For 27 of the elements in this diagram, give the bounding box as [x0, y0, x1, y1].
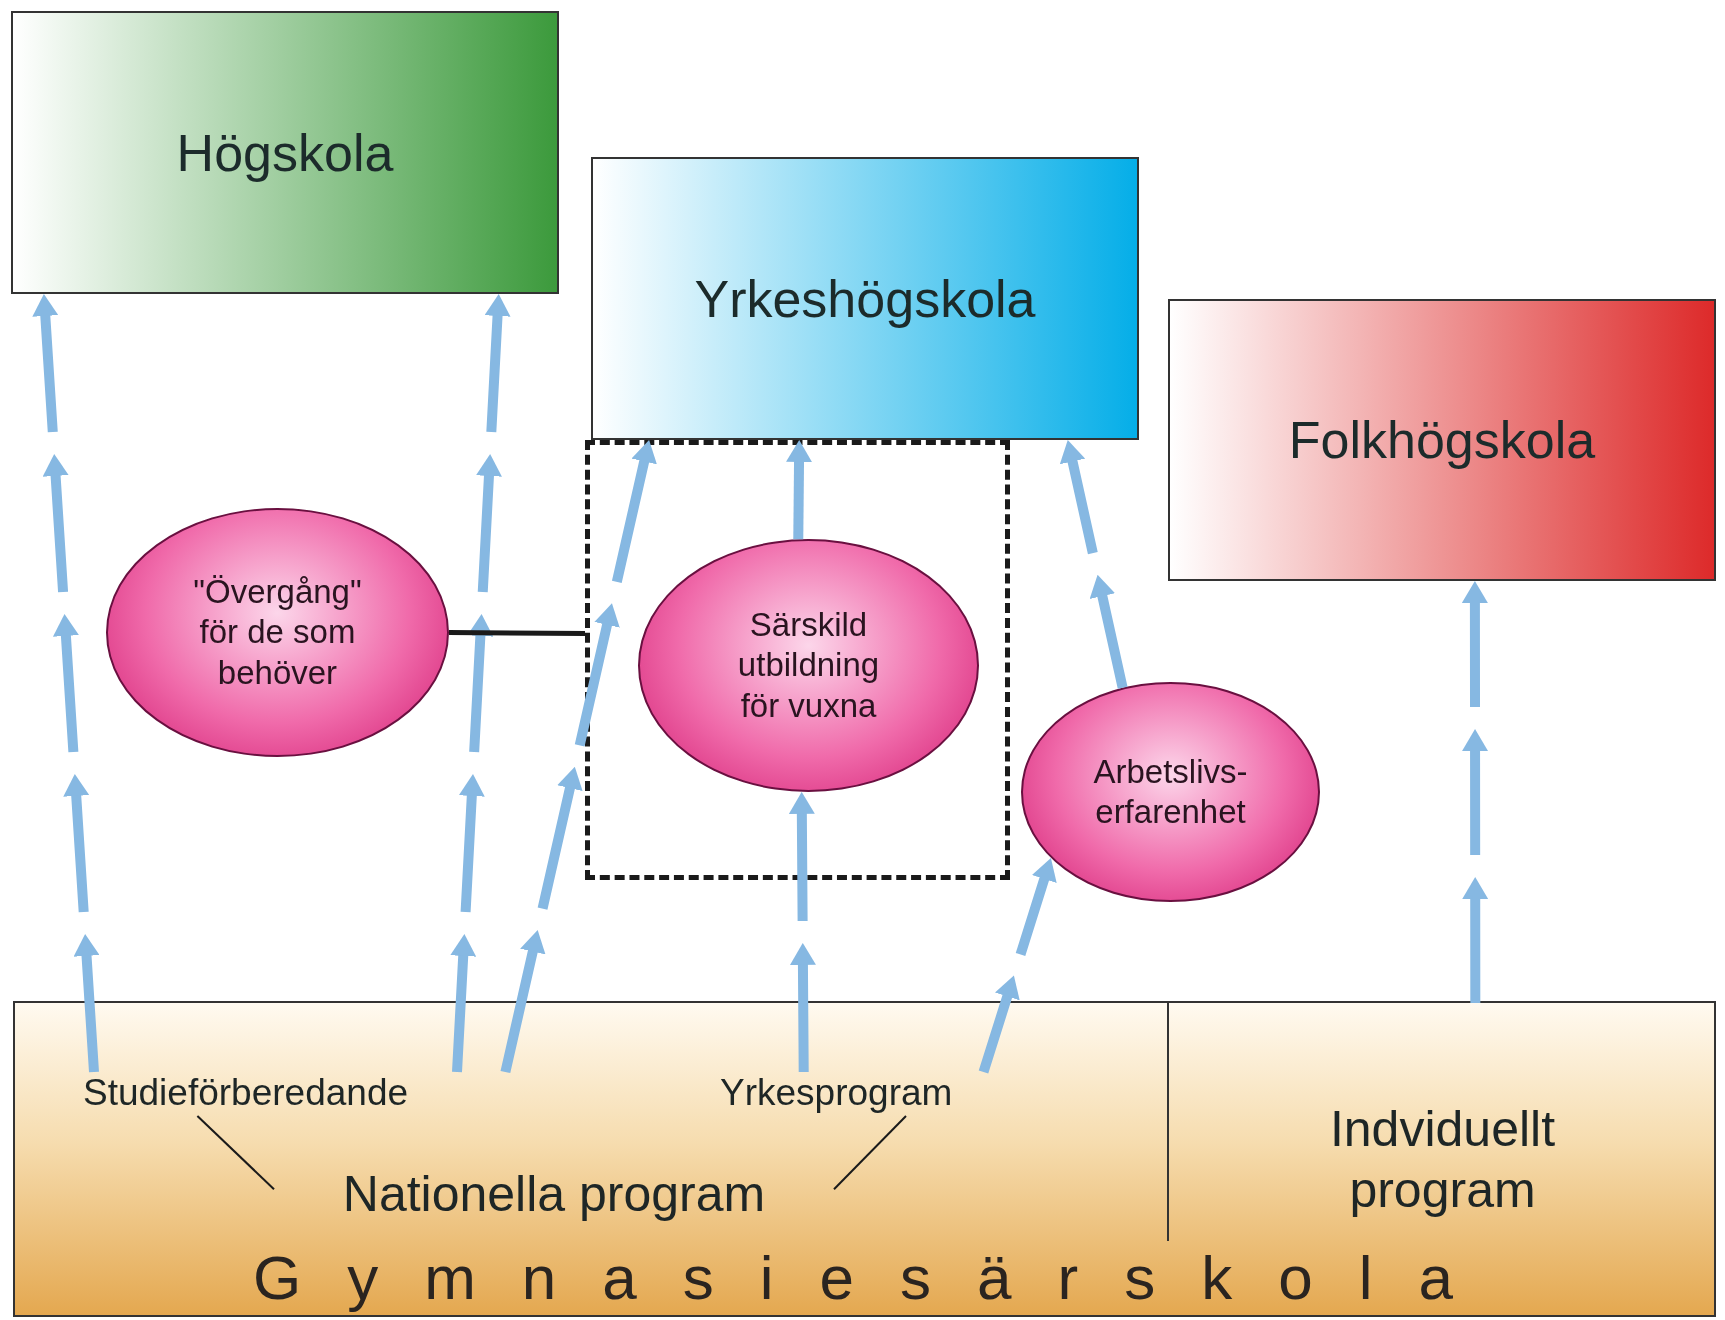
- program-label: Studieförberedande: [83, 1072, 523, 1116]
- leader-line: [196, 1115, 275, 1191]
- arrow: [1462, 581, 1488, 1003]
- program-label: Yrkesprogram: [720, 1072, 1030, 1116]
- ellipse-label: Arbetslivs-erfarenhet: [1092, 751, 1249, 832]
- arrow: [786, 439, 812, 540]
- box-label: Folkhögskola: [1288, 410, 1596, 470]
- leader-line: [833, 1115, 907, 1191]
- connector-line: [449, 630, 585, 637]
- box-label: Yrkeshögskola: [694, 268, 1036, 329]
- program-box: [13, 1001, 1716, 1317]
- arrow: [32, 293, 99, 1073]
- school-box: [591, 157, 1139, 440]
- box-label: Gymnasiesärskola: [253, 1241, 1499, 1314]
- box-label: Högskola: [176, 122, 394, 183]
- arrow: [978, 856, 1057, 1074]
- ellipse-label: "Övergång" för de som behöver: [192, 572, 363, 693]
- arrow: [450, 293, 511, 1073]
- arrow: [500, 438, 657, 1074]
- school-box: [11, 11, 559, 294]
- school-box: [1168, 299, 1716, 581]
- arrow: [789, 791, 816, 1073]
- box-label: Indviduellt program: [1328, 1100, 1557, 1220]
- arrow: [1060, 438, 1128, 689]
- program-label: Nationella program: [274, 1166, 834, 1224]
- ellipse-label: Särskild utbildning för vuxna: [736, 605, 881, 726]
- dashed-frame: [585, 440, 1010, 880]
